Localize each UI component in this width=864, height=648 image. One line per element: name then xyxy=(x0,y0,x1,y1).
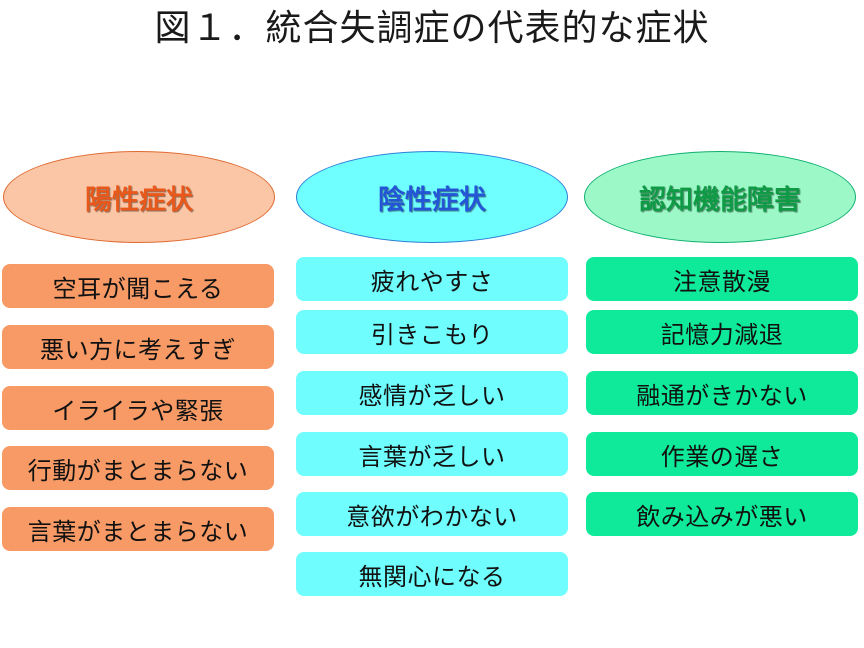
negative-symptom-item: 引きこもり xyxy=(296,310,568,354)
cognitive-symptom-item: 作業の遅さ xyxy=(586,432,858,476)
cognitive-symptom-item: 飲み込みが悪い xyxy=(586,492,858,536)
cognitive-dysfunction-header: 認知機能障害 xyxy=(584,151,856,243)
positive-symptom-item: 行動がまとまらない xyxy=(2,446,274,490)
cognitive-symptom-item: 注意散漫 xyxy=(586,257,858,301)
negative-symptom-item: 無関心になる xyxy=(296,552,568,596)
cognitive-symptom-item: 記憶力減退 xyxy=(586,310,858,354)
negative-symptom-item: 言葉が乏しい xyxy=(296,432,568,476)
cognitive-symptom-item: 融通がきかない xyxy=(586,371,858,415)
negative-symptom-item: 感情が乏しい xyxy=(296,371,568,415)
positive-symptom-item: 空耳が聞こえる xyxy=(2,264,274,308)
positive-symptom-item: 悪い方に考えすぎ xyxy=(2,325,274,369)
positive-symptom-item: イライラや緊張 xyxy=(2,386,274,430)
positive-symptoms-header: 陽性症状 xyxy=(3,151,275,243)
negative-symptoms-header: 陰性症状 xyxy=(296,151,568,243)
positive-symptom-item: 言葉がまとまらない xyxy=(2,507,274,551)
negative-symptom-item: 疲れやすさ xyxy=(296,257,568,301)
page-title: 図１．統合失調症の代表的な症状 xyxy=(154,8,710,49)
negative-symptom-item: 意欲がわかない xyxy=(296,492,568,536)
